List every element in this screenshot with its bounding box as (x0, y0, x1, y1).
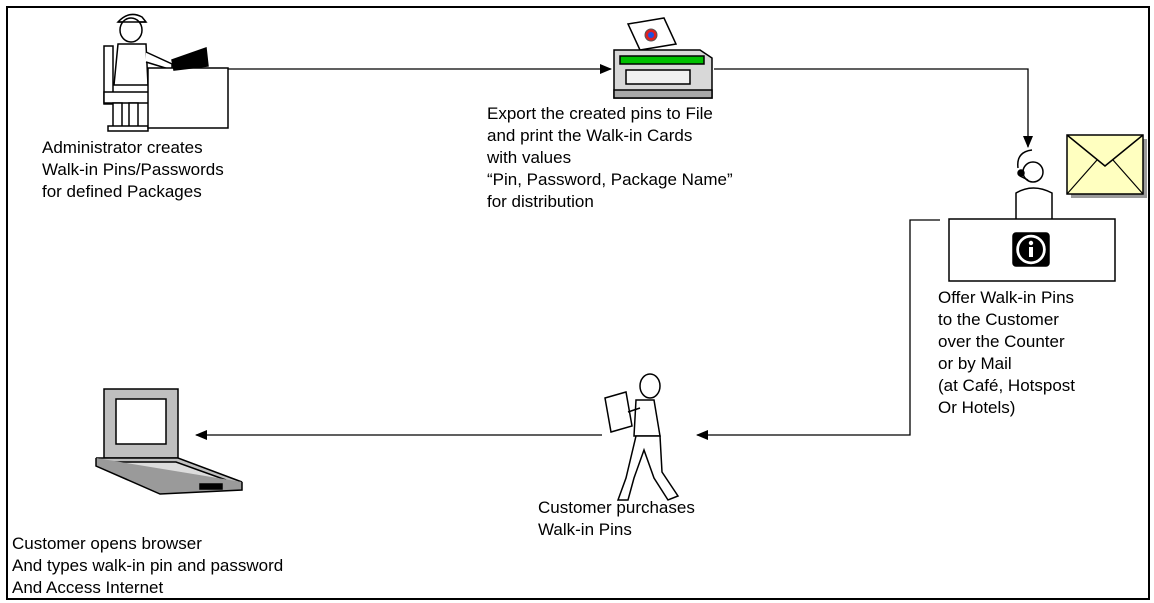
connector-printer-to-counter (714, 68, 1033, 148)
step-export-label: Export the created pins to File and prin… (487, 103, 733, 213)
step-purchase-line: Customer purchases (538, 498, 695, 517)
step-admin-line: Administrator creates (42, 138, 203, 157)
step-browse-line: And Access Internet (12, 578, 164, 597)
step-browse-line: Customer opens browser (12, 534, 202, 553)
laptop-icon (95, 388, 243, 495)
step-offer-line: to the Customer (938, 310, 1059, 329)
step-offer-line: Or Hotels) (938, 398, 1016, 417)
step-purchase-label: Customer purchases Walk-in Pins (538, 497, 695, 541)
counter-agent-with-info-icon (948, 149, 1116, 282)
step-offer-line: or by Mail (938, 354, 1012, 373)
step-offer-line: over the Counter (938, 332, 1065, 351)
step-admin-label: Administrator creates Walk-in Pins/Passw… (42, 137, 224, 203)
step-offer-line: Offer Walk-in Pins (938, 288, 1075, 307)
step-admin-line: Walk-in Pins/Passwords (42, 160, 224, 179)
step-export-line: with values (487, 148, 572, 167)
printer-icon (613, 17, 713, 99)
step-export-line: and print the Walk-in Cards (487, 126, 693, 145)
envelope-icon (1066, 134, 1147, 198)
step-export-line: Export the created pins to File (487, 104, 713, 123)
step-export-line: for distribution (487, 192, 594, 211)
step-admin-line: for defined Packages (42, 182, 202, 201)
step-export-line: “Pin, Password, Package Name” (487, 170, 733, 189)
step-browse-label: Customer opens browser And types walk-in… (12, 533, 283, 599)
step-browse-line: And types walk-in pin and password (12, 556, 284, 575)
step-purchase-line: Walk-in Pins (538, 520, 632, 539)
administrator-at-desk-icon (103, 13, 229, 132)
connector-counter-to-customer (696, 219, 940, 440)
walking-customer-icon (604, 373, 680, 501)
step-offer-label: Offer Walk-in Pins to the Customer over … (938, 287, 1075, 419)
diagram-frame (6, 6, 1150, 600)
step-offer-line: (at Café, Hotspost (938, 376, 1076, 395)
